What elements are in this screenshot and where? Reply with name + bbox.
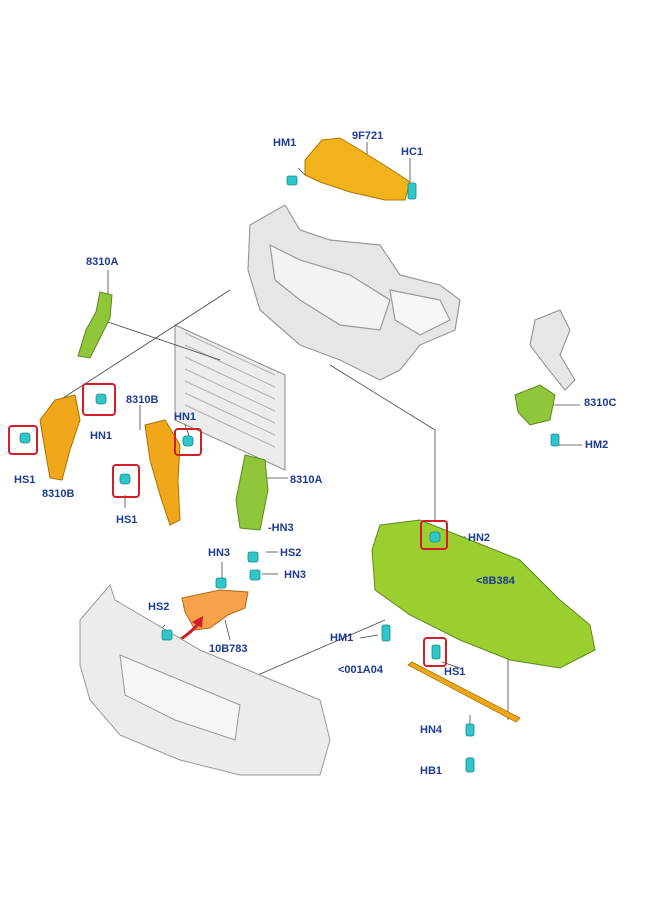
label-hn1-left: HN1 — [90, 430, 113, 442]
label-hn3-b: HN3 — [284, 569, 307, 581]
shield-10b783 — [181, 589, 249, 631]
radiator — [174, 324, 286, 471]
label-8310c: 8310C — [584, 397, 617, 409]
label-8b384: <8B384 — [476, 575, 515, 587]
highlight-hs1-bottom — [423, 637, 447, 667]
bracket-9f721 — [304, 137, 411, 201]
deflector-8310a-mid — [235, 454, 269, 531]
label-hb1: HB1 — [420, 765, 443, 777]
front-bumper — [79, 584, 331, 776]
highlight-hn1-left — [82, 383, 116, 416]
label-hs2-a: HS2 — [280, 547, 302, 559]
label-10b783: 10B783 — [209, 643, 248, 655]
highlight-hn1-mid — [174, 428, 202, 456]
label-8310a-mid: 8310A — [290, 474, 323, 486]
label-hn1-mid: HN1 — [174, 411, 197, 423]
label-001a04: <001A04 — [338, 664, 383, 676]
label-8310a-top: 8310A — [86, 256, 119, 268]
label-hn4: HN4 — [420, 724, 443, 736]
highlight-hs1-left — [8, 425, 38, 455]
label-8310b-left: 8310B — [42, 488, 75, 500]
mount-bracket — [529, 309, 576, 391]
highlight-hn2 — [420, 520, 448, 550]
undertray-8b384 — [371, 519, 596, 669]
deflector-8310c — [514, 384, 556, 426]
highlight-hs1-mid — [112, 464, 140, 498]
label-hs1-bottom: HS1 — [444, 666, 466, 678]
label-hm1-top: HM1 — [273, 137, 297, 149]
label-hs1-left: HS1 — [14, 474, 36, 486]
label-hm2: HM2 — [585, 439, 609, 451]
label-8310b-mid: 8310B — [126, 394, 159, 406]
deflector-8310b-mid — [144, 419, 181, 526]
radiator-support — [247, 204, 461, 381]
strip-001a04 — [407, 661, 521, 723]
clips — [19, 175, 560, 773]
deflector-8310b-left — [39, 394, 81, 481]
label-hc1: HC1 — [401, 146, 424, 158]
label-hn2: HN2 — [468, 532, 491, 544]
label-9f721: 9F721 — [352, 130, 384, 142]
label-hn3-a: HN3 — [208, 547, 231, 559]
label-hm1-bottom: HM1 — [330, 632, 354, 644]
label-hs1-mid: HS1 — [116, 514, 138, 526]
deflector-8310a-top — [77, 291, 113, 359]
label-hn3-mid: -HN3 — [268, 522, 294, 534]
direction-arrow-head — [192, 616, 203, 628]
label-hs2-b: HS2 — [148, 601, 170, 613]
